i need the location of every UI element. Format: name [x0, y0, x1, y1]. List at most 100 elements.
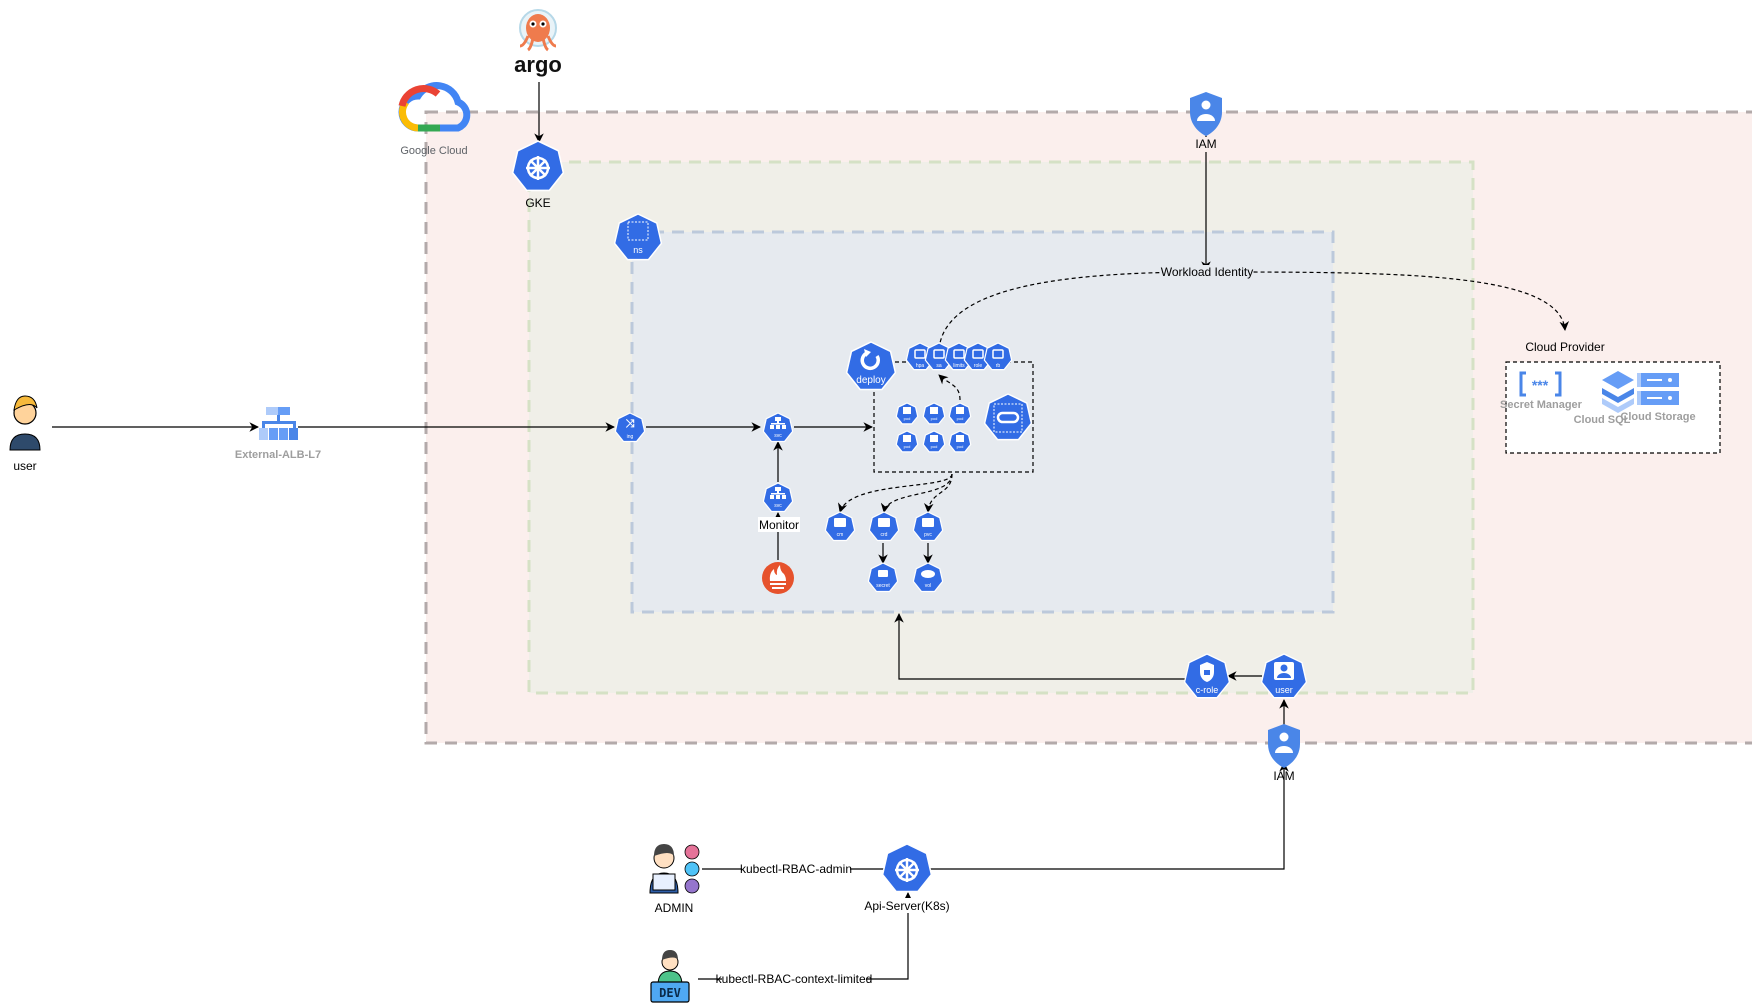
user-label: user [13, 459, 36, 473]
cube-icon [903, 435, 911, 442]
google-cloud-label: Google Cloud [400, 145, 467, 157]
cloud-sql-label: Cloud SQL [1574, 414, 1631, 426]
cube-icon [930, 435, 938, 442]
cube-icon [903, 407, 911, 414]
dev-actor[interactable]: DEV [650, 950, 690, 1003]
pod-node[interactable]: pod [923, 403, 944, 424]
iam-top-node[interactable]: IAM [1190, 92, 1222, 152]
volume-node[interactable]: vol [913, 563, 942, 592]
cm-label: cm [837, 532, 844, 538]
shuffle-icon: ⤨ [626, 417, 636, 430]
pod-node[interactable]: pod [896, 431, 917, 452]
deploy-node[interactable]: deploy [847, 342, 896, 390]
workload-role-node[interactable]: role [964, 343, 991, 370]
argo-logo[interactable]: argo [514, 9, 562, 77]
monitor-service-node[interactable]: svc Monitor [758, 483, 800, 532]
sa-icon [933, 349, 945, 359]
kubernetes-wheel-icon [895, 858, 919, 882]
cm-icon [834, 518, 846, 527]
rbac-user-label: user [1275, 685, 1293, 695]
svc-label: svc [774, 433, 782, 439]
dev-edge-label: kubectl-RBAC-context-limited [716, 972, 873, 986]
secret-manager-service[interactable]: *** Secret Manager [1500, 371, 1583, 411]
workload-sa-node[interactable]: sa [925, 343, 952, 370]
crd-node[interactable]: crd [869, 512, 898, 541]
service-icon [770, 487, 786, 499]
edge-deploy-pvc [924, 473, 953, 513]
api-server-node[interactable]: Api-Server(K8s) [864, 844, 950, 913]
refresh-icon [860, 351, 880, 370]
pod-label: pod [957, 416, 964, 421]
ns-label: ns [633, 245, 643, 255]
pod-label: pod [904, 416, 911, 421]
workload-hpa-node[interactable]: hpa [906, 343, 933, 370]
admin-edge-label: kubectl-RBAC-admin [740, 862, 852, 876]
pvc-icon [922, 518, 934, 527]
secret-node[interactable]: secret [868, 563, 897, 592]
gke-label: GKE [525, 196, 550, 210]
admin-edge-label-bg [742, 862, 850, 876]
pvc-node[interactable]: pvc [913, 512, 942, 541]
argo-label: argo [514, 52, 562, 77]
secret-label: secret [876, 583, 890, 589]
edge-deploy-crd [880, 473, 953, 513]
hpa-icon [914, 349, 926, 359]
ns-node[interactable]: ns [615, 214, 662, 260]
service-node[interactable]: svc [763, 413, 792, 442]
pod-label: pod [931, 416, 938, 421]
pod-node[interactable]: pod [896, 403, 917, 424]
google-cloud-logo: Google Cloud [398, 82, 471, 157]
workload-identity-label-bg [1163, 265, 1251, 279]
cloud-sql-icon [1602, 371, 1634, 413]
pvc-label: pvc [924, 532, 932, 538]
workload-rb-node[interactable]: rb [984, 343, 1011, 370]
namespace-zone [630, 230, 1335, 614]
lock-icon [878, 570, 888, 577]
limits-icon [953, 349, 965, 359]
workload-role-label: role [974, 363, 983, 369]
disk-icon [921, 570, 935, 578]
cm-node[interactable]: cm [825, 512, 854, 541]
ingress-node[interactable]: ⤨ ing [615, 413, 644, 442]
monitor-label: Monitor [759, 518, 799, 532]
cube-icon [956, 407, 964, 414]
ing-label: ing [627, 434, 634, 440]
cloud-storage-icon [1637, 373, 1679, 405]
gke-node[interactable]: GKE [513, 141, 564, 210]
monitor-svc-label: svc [774, 503, 782, 509]
load-balancer-icon [259, 407, 298, 440]
iam-bottom-node[interactable]: IAM [1268, 724, 1300, 783]
link-icon [996, 411, 1020, 424]
pod-label: pod [931, 444, 938, 449]
namespace-icon [627, 221, 649, 241]
iam-bottom-label: IAM [1273, 769, 1294, 783]
crole-label: c-role [1196, 685, 1219, 695]
pod-node[interactable]: pod [949, 403, 970, 424]
cluster-role-node[interactable]: c-role [1185, 654, 1230, 698]
admin-actor[interactable]: ADMIN [649, 844, 700, 915]
pod-node[interactable]: pod [923, 431, 944, 452]
svg-text:***: *** [1532, 377, 1549, 393]
edge-pod-sa [938, 374, 961, 401]
secret-manager-label: Secret Manager [1500, 399, 1583, 411]
prometheus-node[interactable] [762, 562, 794, 594]
endpoint-node[interactable] [985, 394, 1032, 440]
dev-edge-label-bg [722, 972, 866, 986]
cloud-storage-label: Cloud Storage [1620, 411, 1695, 423]
cloud-storage-service[interactable]: Cloud Storage [1620, 373, 1696, 423]
pod-node[interactable]: pod [949, 431, 970, 452]
service-icon [770, 417, 786, 429]
role-icon [972, 349, 984, 359]
dev-badge: DEV [659, 986, 681, 1000]
cube-icon [930, 407, 938, 414]
cloud-sql-service[interactable]: Cloud SQL [1574, 371, 1634, 426]
user-actor[interactable]: user [9, 395, 41, 473]
admin-label: ADMIN [655, 901, 694, 915]
secret-manager-icon [1519, 371, 1562, 397]
rbac-user-node[interactable]: user [1262, 654, 1307, 698]
workload-limits-node[interactable]: limits [945, 343, 972, 370]
external-alb-node[interactable]: External-ALB-L7 [235, 407, 321, 461]
workload-limits-label: limits [953, 363, 965, 369]
